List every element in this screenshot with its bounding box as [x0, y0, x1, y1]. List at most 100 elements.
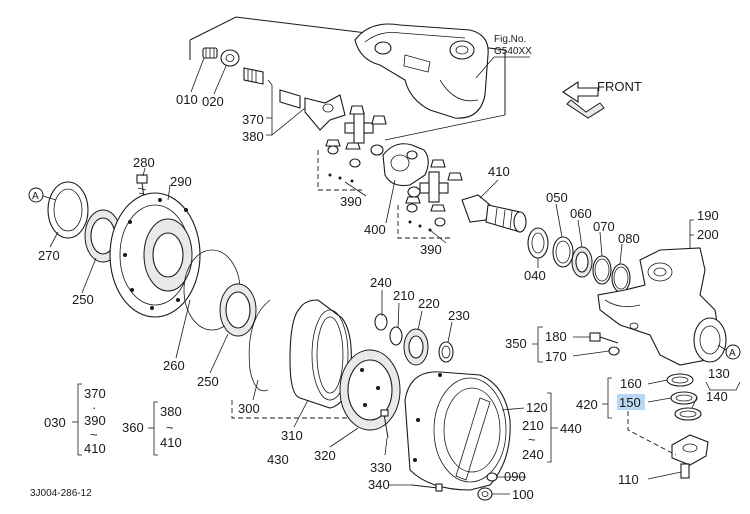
snap-rings-390-1	[325, 105, 387, 168]
callout-220: 220	[418, 296, 440, 311]
bearing-010	[202, 47, 218, 59]
group-030-mid: 390	[84, 413, 106, 428]
bushing-150	[670, 391, 698, 405]
callout-020: 020	[202, 94, 224, 109]
callout-080: 080	[618, 231, 640, 246]
plug-090	[486, 472, 498, 482]
callout-250-b: 250	[197, 374, 219, 389]
callout-390-a: 390	[340, 194, 362, 209]
callout-040: 040	[524, 268, 546, 283]
front-direction-arrow	[562, 80, 605, 119]
group-030-top: 370	[84, 386, 106, 401]
callout-210-b: 210	[522, 418, 544, 433]
seal-050	[552, 236, 574, 268]
callout-400: 400	[364, 222, 386, 237]
callout-120: 120	[526, 400, 548, 415]
group-030-label: 030	[44, 415, 66, 430]
snap-ring-300	[248, 299, 271, 392]
footer-code: 3J004-286-12	[30, 488, 92, 499]
washer-230	[438, 341, 454, 363]
dashed-group-390-1	[317, 150, 362, 191]
group-360: 360 380 ~ 410	[122, 404, 182, 450]
seal-160	[666, 373, 694, 387]
callout-150: 150	[619, 395, 641, 410]
callout-140: 140	[706, 389, 728, 404]
highlight-150	[617, 394, 645, 410]
callout-240-b: 240	[522, 447, 544, 462]
callout-440: 440	[560, 421, 582, 436]
fig-no-value: G540XX	[494, 46, 532, 57]
front-label: FRONT	[597, 79, 642, 94]
group-360-tilde: ~	[166, 420, 174, 435]
universal-joint-cross-2	[405, 159, 463, 227]
bearing-250-b	[219, 283, 257, 337]
callout-250-a: 250	[72, 292, 94, 307]
callout-290: 290	[170, 174, 192, 189]
callout-100: 100	[512, 487, 534, 502]
callout-200: 200	[697, 227, 719, 242]
steering-knuckle-190	[597, 247, 727, 366]
group-360-label: 360	[122, 420, 144, 435]
planet-gear-220	[403, 328, 429, 366]
callout-420: 420	[576, 397, 598, 412]
callout-090: 090	[504, 469, 526, 484]
group-030-tilde: ~	[90, 427, 98, 442]
leader-lines	[49, 57, 698, 495]
callout-240: 240	[370, 275, 392, 290]
bearing-060	[571, 246, 593, 278]
callout-370: 370	[242, 112, 264, 127]
seal-040	[527, 227, 549, 259]
bolt-330	[380, 409, 389, 439]
callout-350: 350	[505, 336, 527, 351]
callout-410: 410	[488, 164, 510, 179]
callout-180: 180	[545, 329, 567, 344]
callout-310: 310	[281, 428, 303, 443]
needle-bearing-210	[389, 326, 403, 346]
reference-marker-a-left	[28, 187, 44, 203]
callout-060: 060	[570, 206, 592, 221]
callout-070: 070	[593, 219, 615, 234]
hub-290	[109, 192, 201, 318]
carrier-320	[339, 349, 401, 431]
callout-050: 050	[546, 190, 568, 205]
coupling-400	[370, 143, 429, 198]
oil-seal-270	[47, 181, 89, 239]
ring-gear-310	[289, 299, 352, 409]
callout-010: 010	[176, 92, 198, 107]
bolt-180	[589, 332, 619, 344]
group-360-top: 380	[160, 404, 182, 419]
callout-270: 270	[38, 248, 60, 263]
marker-a-left-label: A	[32, 191, 39, 202]
callout-110: 110	[618, 472, 639, 487]
callout-170: 170	[545, 349, 567, 364]
axle-housing-assembly	[189, 16, 506, 141]
group-030-dot: ·	[92, 400, 96, 415]
callout-320: 320	[314, 448, 336, 463]
marker-a-right-label: A	[729, 348, 736, 359]
ring-080	[611, 263, 631, 293]
callout-280: 280	[133, 155, 155, 170]
shaft-410	[461, 194, 527, 233]
plug-100	[477, 487, 493, 501]
callout-230: 230	[448, 308, 470, 323]
callout-160: 160	[620, 376, 642, 391]
group-360-bot: 410	[160, 435, 182, 450]
callout-430: 430	[267, 452, 289, 467]
callout-190: 190	[697, 208, 719, 223]
callout-130: 130	[708, 366, 730, 381]
group-030-bot: 410	[84, 441, 106, 456]
bolt-340	[411, 483, 443, 492]
callout-340: 340	[368, 477, 390, 492]
bearing-020	[220, 49, 240, 67]
nut-170	[608, 346, 620, 356]
ring-070	[592, 255, 612, 285]
callout-300: 300	[238, 401, 260, 416]
fig-no-label: Fig.No.	[494, 34, 526, 45]
callout-380: 380	[242, 129, 264, 144]
callout-labels: 010 020 370 380 390 400 390 410 280 290 …	[38, 92, 730, 502]
callout-260: 260	[163, 358, 185, 373]
king-pin-base-110	[671, 434, 709, 479]
seal-140	[674, 407, 702, 421]
